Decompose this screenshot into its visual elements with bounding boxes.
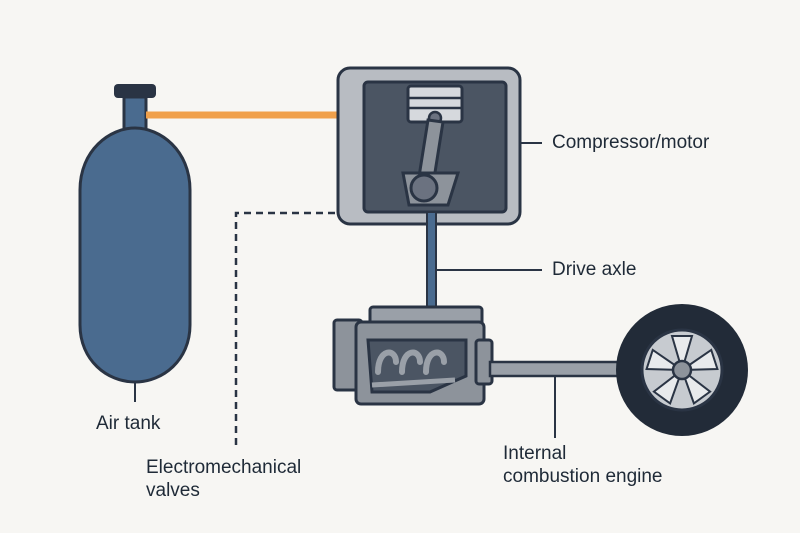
compressor-motor	[336, 66, 542, 226]
crank-pin	[409, 173, 439, 203]
drive-axle-label: Drive axle	[552, 259, 637, 280]
air-tank-label: Air tank	[96, 413, 161, 434]
compressor-label: Compressor/motor	[552, 132, 710, 153]
engine-label-line1: Internal	[503, 443, 567, 464]
air-tank	[78, 84, 192, 402]
wheel-shaft	[488, 360, 622, 378]
valves-label-line2: valves	[146, 480, 200, 501]
engine-label-line2: combustion engine	[503, 466, 663, 487]
tank-valve-cap	[114, 84, 156, 98]
combustion-engine	[332, 305, 494, 406]
wheel-hub	[671, 359, 693, 381]
tank-body	[78, 126, 192, 384]
manifold-outlet	[371, 377, 456, 388]
valves-label-line1: Electromechanical	[146, 457, 302, 478]
valves-dashed-line	[234, 211, 335, 450]
wheel	[616, 304, 748, 436]
drive-axle	[426, 211, 437, 310]
manifold-runners	[375, 349, 447, 375]
